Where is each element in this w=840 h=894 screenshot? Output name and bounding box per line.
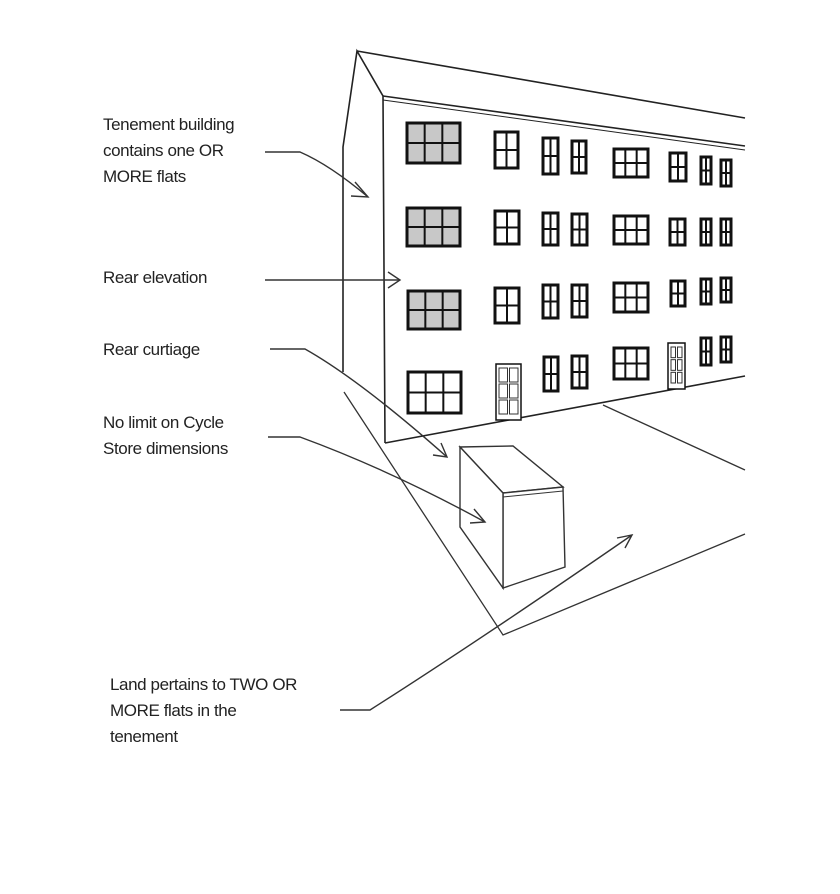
- door-panel: [498, 399, 508, 415]
- label-rear-curtilage: Rear curtiage: [103, 337, 200, 363]
- door-panel: [509, 399, 519, 415]
- label-tenement-building: Tenement building contains one OR MORE f…: [103, 112, 235, 190]
- cycle-store-lid-edge: [502, 490, 564, 498]
- roof-ridge: [356, 50, 746, 119]
- door-icon: [667, 342, 686, 390]
- label-rear-elevation: Rear elevation: [103, 265, 207, 291]
- label-cycle-store: No limit on Cycle Store dimensions: [103, 410, 228, 462]
- label-line: MORE flats in the: [110, 701, 237, 720]
- label-line: Rear curtiage: [103, 340, 200, 359]
- gable-end: [342, 48, 386, 444]
- arrowhead-rear-elevation: [387, 271, 402, 289]
- label-line: tenement: [110, 727, 178, 746]
- door-panel: [498, 367, 508, 383]
- arrowhead-land: [616, 534, 634, 549]
- label-line: No limit on Cycle: [103, 413, 224, 432]
- eaves-line: [382, 95, 746, 147]
- arrows: [265, 151, 634, 711]
- door-panel: [509, 367, 519, 383]
- label-line: Store dimensions: [103, 439, 228, 458]
- arrowhead-rear-curtilage: [432, 442, 449, 458]
- eaves-line-lower: [382, 99, 746, 151]
- arrow-cycle-store: [268, 436, 486, 523]
- arrow-tenement: [265, 151, 369, 198]
- label-line: MORE flats: [103, 167, 186, 186]
- arrowhead-tenement: [350, 181, 370, 198]
- building-outline: [342, 48, 746, 444]
- door-panel: [670, 371, 676, 384]
- label-land: Land pertains to TWO OR MORE flats in th…: [110, 672, 297, 750]
- windows: [405, 121, 733, 421]
- arrow-land: [340, 534, 633, 711]
- label-line: Tenement building: [103, 115, 235, 134]
- label-line: Land pertains to TWO OR: [110, 675, 298, 694]
- door-panel: [677, 346, 683, 359]
- door-panel: [498, 383, 508, 399]
- curtilage-boundary-line: [602, 404, 746, 471]
- land-boundary-line: [343, 391, 746, 636]
- label-line: Rear elevation: [103, 268, 208, 287]
- door-panel: [670, 359, 676, 371]
- label-line: contains one OR: [103, 141, 224, 160]
- door-panel: [677, 359, 683, 371]
- arrow-rear-curtilage: [270, 348, 448, 458]
- door-icon: [495, 363, 522, 421]
- door-panel: [677, 371, 683, 384]
- arrowhead-cycle-store: [469, 508, 487, 524]
- land-boundary: [343, 391, 746, 636]
- door-panel: [509, 383, 519, 399]
- cycle-store-front: [502, 486, 566, 589]
- door-panel: [670, 346, 676, 359]
